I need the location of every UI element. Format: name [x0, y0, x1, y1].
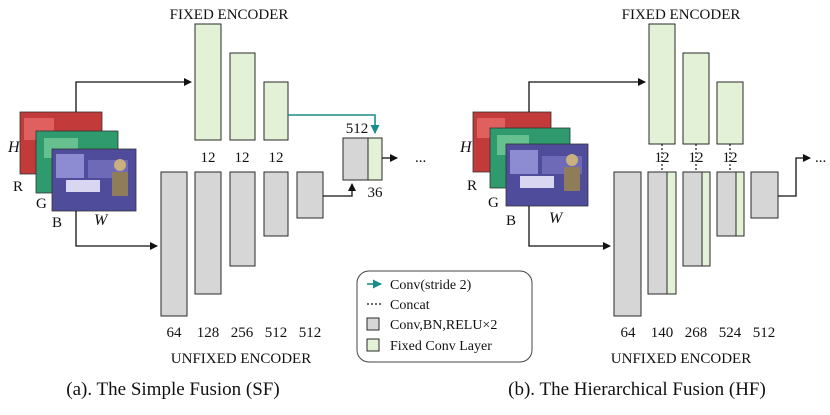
sf-fixed-block-2	[229, 52, 256, 141]
legend-gray-swatch	[366, 317, 380, 331]
hf-unfixed-block-2-gray	[647, 171, 668, 295]
sf-ellipsis: ...	[415, 150, 426, 166]
sf-axis-w: W	[94, 212, 109, 229]
hf-unfixed-label-4: 524	[719, 325, 742, 341]
sf-merge-bottom-label: 36	[368, 185, 384, 201]
hf-fixed-block-3	[716, 81, 744, 145]
hierarchical-fusion-panel: FIXED ENCODER 12 12 12 64 140 268 524 51…	[459, 7, 826, 400]
sf-fixed-block-3	[263, 81, 289, 141]
sf-unfixed-block-3	[229, 171, 256, 267]
legend-box	[356, 270, 533, 363]
hf-unfixed-label-3: 268	[685, 325, 708, 341]
hf-unfixed-block-2-green	[666, 171, 677, 295]
sf-arrow-to-unfixed	[75, 211, 158, 250]
sf-merge-block-green	[367, 137, 383, 181]
hf-unfixed-block-4-green	[735, 171, 745, 237]
sf-unfixed-block-1	[160, 171, 188, 317]
hf-unfixed-label-1: 64	[621, 325, 637, 341]
sf-channel-r: R	[13, 179, 23, 195]
sf-channel-g: G	[36, 196, 47, 212]
hf-axis-w: W	[549, 210, 564, 227]
hf-unfixed-block-3-gray	[682, 171, 703, 267]
hf-unfixed-block-5	[750, 171, 779, 219]
sf-unfixed-label-3: 256	[231, 325, 254, 341]
legend-conv-bn-relu: Conv,BN,RELU×2	[390, 318, 497, 333]
hf-fixed-block-1	[648, 23, 676, 145]
sf-fixed-encoder-title: FIXED ENCODER	[170, 7, 289, 23]
hf-fixed-block-2	[682, 52, 710, 145]
sf-unfixed-label-1: 64	[167, 325, 183, 341]
sf-unfixed-encoder-title: UNFIXED ENCODER	[171, 351, 311, 367]
sf-arrow-to-merge	[323, 183, 356, 197]
simple-fusion-panel: FIXED ENCODER 12 12 12 64 128 256 512 51…	[7, 7, 426, 400]
hf-unfixed-block-3-green	[701, 171, 711, 267]
sf-merge-top-label: 512	[346, 121, 369, 137]
hf-unfixed-block-4-gray	[716, 171, 737, 237]
sf-fixed-block-1	[194, 23, 222, 141]
sf-arrow-to-fixed	[75, 78, 192, 112]
hf-unfixed-block-1	[613, 171, 642, 317]
hf-unfixed-label-5: 512	[753, 325, 776, 341]
hf-caption: (b). The Hierarchical Fusion (HF)	[508, 379, 766, 400]
hf-unfixed-label-2: 140	[651, 325, 674, 341]
sf-unfixed-label-4: 512	[265, 325, 288, 341]
hf-arrow-out	[778, 154, 811, 197]
hf-fixed-encoder-title: FIXED ENCODER	[622, 7, 741, 23]
hf-channel-g: G	[488, 195, 499, 211]
sf-rgb-image-stack-icon	[19, 111, 137, 212]
sf-channel-b: B	[52, 215, 62, 231]
hf-arrow-to-unfixed	[528, 206, 611, 250]
sf-caption: (a). The Simple Fusion (SF)	[66, 379, 279, 400]
hf-rgb-image-stack-icon	[472, 111, 589, 207]
sf-unfixed-block-4	[263, 171, 289, 237]
legend: Conv(stride 2) Concat Conv,BN,RELU×2 Fix…	[356, 270, 533, 363]
legend-fixed-conv: Fixed Conv Layer	[390, 339, 492, 354]
hf-arrow-to-fixed	[528, 78, 646, 112]
legend-green-swatch	[366, 338, 380, 352]
legend-concat: Concat	[390, 298, 430, 313]
hf-axis-h: H	[459, 139, 473, 156]
sf-fixed-label-3: 12	[269, 150, 284, 166]
sf-unfixed-block-5	[296, 171, 324, 219]
sf-merge-block-gray	[342, 137, 369, 181]
hf-channel-b: B	[506, 213, 516, 229]
sf-unfixed-label-5: 512	[299, 325, 322, 341]
sf-unfixed-block-2	[194, 171, 222, 295]
sf-teal-conv-arrow-icon	[288, 114, 380, 134]
sf-axis-h: H	[7, 139, 21, 156]
sf-fixed-label-1: 12	[201, 150, 216, 166]
sf-unfixed-label-2: 128	[197, 325, 220, 341]
legend-conv-stride: Conv(stride 2)	[390, 278, 472, 293]
hf-channel-r: R	[467, 178, 477, 194]
hf-unfixed-encoder-title: UNFIXED ENCODER	[611, 351, 751, 367]
sf-fixed-label-2: 12	[235, 150, 250, 166]
hf-ellipsis: ...	[815, 150, 826, 166]
